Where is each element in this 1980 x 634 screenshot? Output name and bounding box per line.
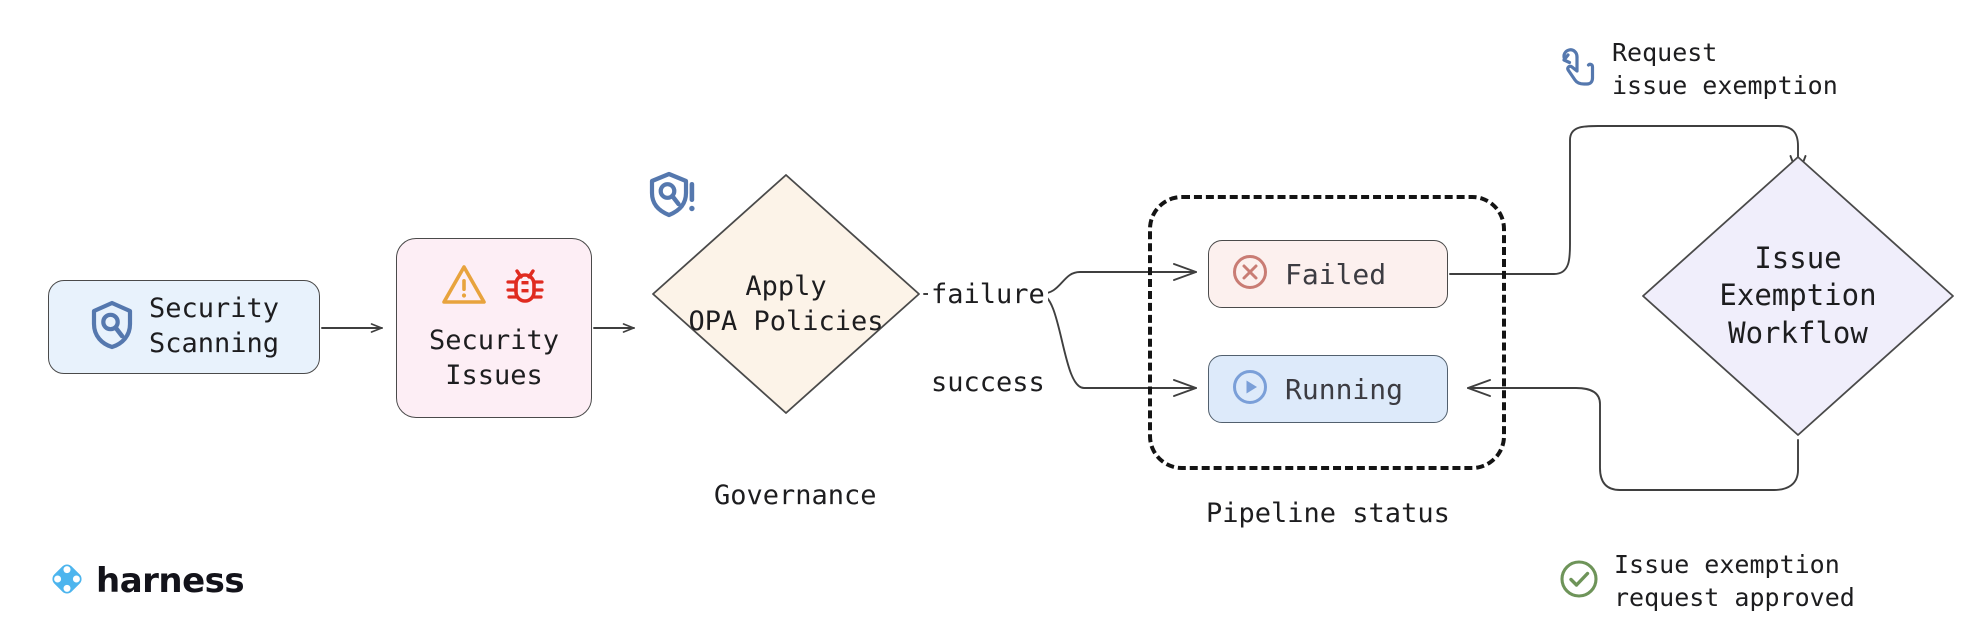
- annotation-text: Request issue exemption: [1612, 38, 1838, 100]
- harness-diamond-logo-icon: [48, 560, 86, 602]
- node-label: Security Scanning: [148, 293, 280, 359]
- status-label: Failed: [1285, 257, 1387, 291]
- annotation-text: Issue exemption request approved: [1614, 550, 1855, 612]
- edge-label-failure: failure: [928, 279, 1048, 310]
- x-circle-icon: [1231, 253, 1269, 295]
- play-circle-icon: [1231, 368, 1269, 410]
- node-label: Issue Exemption Workflow: [1719, 241, 1877, 350]
- harness-logo: harness: [48, 560, 245, 602]
- warning-triangle-icon: [441, 263, 487, 311]
- status-pill-running[interactable]: Running: [1208, 355, 1448, 423]
- shield-search-icon: [89, 300, 135, 354]
- pipeline-status-group: [1148, 195, 1506, 470]
- edge-label-success: success: [928, 367, 1048, 398]
- annotation-request-approved: Issue exemption request approved: [1558, 548, 1855, 614]
- check-circle-icon: [1558, 558, 1600, 604]
- node-security-scanning[interactable]: Security Scanning: [48, 280, 320, 374]
- bug-icon: [503, 262, 547, 312]
- node-security-issues[interactable]: Security Issues: [396, 238, 592, 418]
- node-label: Apply OPA Policies: [688, 271, 884, 337]
- annotation-request-issue-exemption: Request issue exemption: [1558, 36, 1838, 102]
- node-issue-exemption-workflow[interactable]: Issue Exemption Workflow: [1638, 152, 1958, 440]
- node-apply-opa-policies[interactable]: Apply OPA Policies: [648, 170, 924, 418]
- governance-caption: Governance: [714, 480, 877, 511]
- pipeline-status-caption: Pipeline status: [1206, 498, 1450, 529]
- harness-wordmark: harness: [96, 561, 245, 601]
- node-label: Security Issues: [428, 325, 560, 391]
- status-pill-failed[interactable]: Failed: [1208, 240, 1448, 308]
- tap-gesture-icon: [1558, 45, 1598, 93]
- status-label: Running: [1285, 372, 1404, 406]
